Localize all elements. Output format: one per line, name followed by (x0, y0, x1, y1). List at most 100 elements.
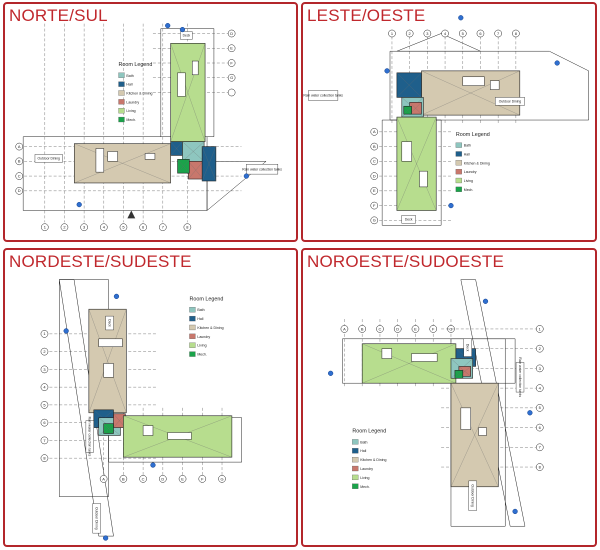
legend-item-label: Bath (126, 74, 133, 78)
furniture (462, 76, 485, 86)
grid-bubble (411, 325, 420, 333)
grid-bubble (15, 157, 24, 166)
grid-bubble-label: C (379, 326, 382, 331)
furniture (177, 72, 186, 97)
legend-swatch (455, 177, 462, 184)
grid-bubble (40, 418, 49, 427)
tag-box (495, 97, 525, 106)
grid-bubble-label: E (414, 326, 417, 331)
grid-bubble-label: D (373, 173, 376, 178)
section-arrow (127, 210, 136, 219)
grid-bubble (227, 88, 236, 97)
grid-bubble (370, 157, 379, 166)
section-marker (328, 370, 334, 376)
grid-bubble-label: C (142, 476, 145, 481)
room-legend-title: Room Legend (189, 296, 223, 302)
grid-bubble (119, 223, 128, 232)
legend-item-label: Laundry (464, 170, 477, 174)
grid-bubble-label: 1 (44, 225, 46, 230)
grid-bubble-label: G (373, 218, 376, 223)
section-marker (448, 202, 454, 209)
room-diagonal (396, 72, 422, 98)
furniture (103, 363, 114, 378)
grid-bubble-label: 5 (462, 31, 465, 36)
grid-bubble-label: 4 (43, 385, 46, 390)
grid-bubble (494, 29, 502, 38)
grid-bubble-label: E (373, 188, 376, 193)
plan-tag: Outdoor Dining (34, 154, 63, 163)
grid-bubble (227, 29, 236, 38)
grid-bubble-label: 7 (497, 31, 499, 36)
grid-bubble (458, 29, 467, 38)
room-diagonal (403, 106, 412, 115)
room-diagonal (88, 309, 127, 413)
room-legend-title: Room Legend (119, 62, 153, 68)
section-marker (113, 293, 120, 300)
grid-bubble (535, 384, 544, 392)
grid-bubble-label: 4 (539, 386, 542, 391)
section-marker (384, 68, 390, 74)
grid-bubble-label: 2 (63, 225, 65, 230)
legend-item-label: Laundry (126, 100, 139, 104)
legend-item-label: Hall (197, 317, 203, 321)
plan-tag: Rain water collection tanks (242, 164, 282, 175)
tag-box (515, 362, 525, 393)
room-diagonal (170, 43, 206, 142)
legend-swatch (118, 99, 125, 105)
grid-bubble (100, 223, 108, 232)
tag-label: Outdoor Dining (499, 100, 522, 104)
grid-bubble (476, 29, 485, 38)
legend-swatch (189, 315, 196, 322)
tag-label: Deck (107, 319, 111, 327)
room-diagonal (74, 143, 171, 184)
legend-item-label: Kitchen & Dining (197, 326, 223, 330)
section-marker (179, 26, 186, 33)
grid-bubble (40, 383, 49, 391)
grid-bubble (393, 325, 402, 333)
grid-bubble-label: A (343, 326, 346, 331)
legend-swatch (352, 439, 359, 445)
grid-bubble-label: 4 (444, 31, 447, 36)
legend-item-label: Hall (126, 83, 132, 87)
site-boundary (59, 279, 109, 497)
legend-item-label: Kitchen & Dining (360, 458, 386, 462)
grid-bubble-label: 3 (83, 225, 86, 230)
grid-bubble-label: G (449, 326, 452, 331)
grid-bubble-label: B (122, 476, 125, 481)
room-diagonal (362, 343, 456, 384)
room-diagonal (421, 70, 520, 116)
section-marker (243, 173, 249, 179)
legend-swatch (352, 457, 359, 463)
legend-item-label: Hall (464, 152, 470, 156)
tag-box (463, 338, 472, 357)
grid-bubble-label: C (18, 173, 21, 178)
furniture (192, 60, 199, 76)
grid-bubble-label: 8 (43, 456, 46, 461)
panel-title: NORDESTE/SUDESTE (9, 252, 192, 271)
grid-bubble-label: 1 (43, 331, 45, 336)
tag-label: Outdoor Dining (95, 507, 99, 530)
grid-bubble-label: F (230, 60, 233, 65)
grid-bubble-label: 1 (539, 326, 541, 331)
tag-box (468, 480, 477, 511)
grid-bubble-label: B (18, 159, 21, 164)
room-diagonal (450, 383, 499, 487)
grid-bubble (15, 172, 24, 180)
grid-bubble (376, 325, 384, 333)
grid-bubble-label: 7 (539, 445, 541, 450)
grid-bubble (340, 325, 349, 333)
legend-item-label: Laundry (197, 335, 210, 339)
legend-swatch (455, 186, 462, 192)
grid-bubble (535, 344, 544, 353)
grid-bubble (370, 142, 379, 151)
grid-bubble-label: F (201, 476, 204, 481)
grid-bubble-label: 7 (162, 225, 164, 230)
legend-swatch (118, 108, 125, 114)
room-diagonal (177, 159, 190, 174)
grid-bubble (40, 330, 49, 338)
grid-bubble-label: 8 (539, 464, 542, 469)
grid-bubble-label: 2 (539, 346, 541, 351)
